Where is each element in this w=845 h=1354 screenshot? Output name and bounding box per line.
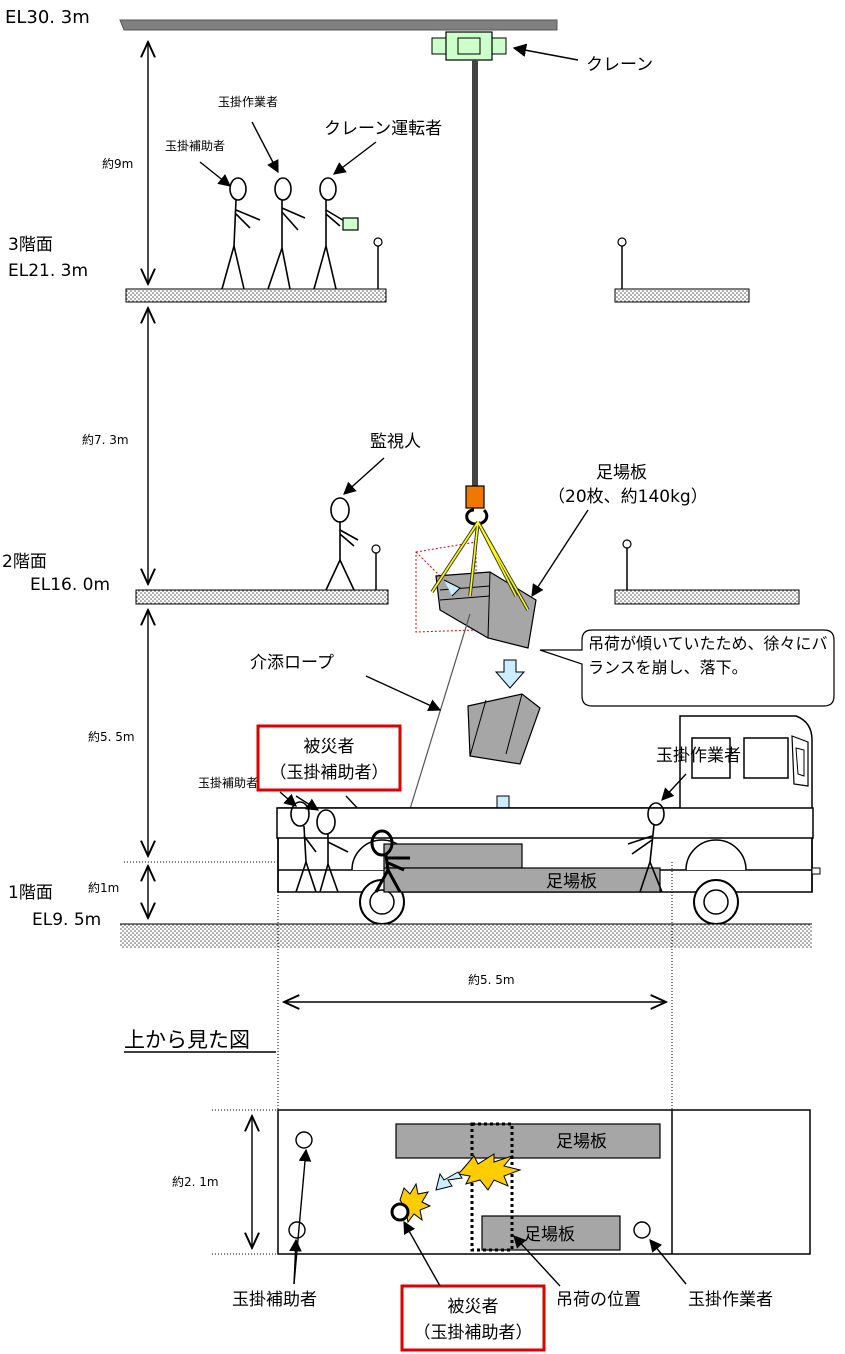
victim-label: 被災者 bbox=[304, 737, 355, 757]
dim-9m-label: 約9m bbox=[102, 156, 133, 171]
plan-board-lower-label: 足場板 bbox=[524, 1225, 575, 1245]
floor3-label: 3階面 bbox=[8, 235, 53, 255]
crane-arrow bbox=[512, 43, 579, 61]
slinger-top-label: 玉掛作業者 bbox=[218, 94, 278, 109]
plan-load-position-arrow bbox=[513, 1235, 561, 1287]
crane-operator-arrow bbox=[332, 141, 377, 175]
plan-slinger-arrow bbox=[649, 1239, 687, 1285]
scaffold-board-arrow bbox=[531, 509, 589, 598]
scaffold-board-label: 足場板 bbox=[596, 463, 647, 483]
plan-load-position bbox=[470, 1122, 514, 1252]
truck-board-label: 足場板 bbox=[546, 872, 597, 892]
slinger-worker-figure bbox=[627, 802, 665, 893]
fall-arrow bbox=[494, 659, 526, 689]
victim-figure bbox=[370, 829, 410, 893]
slinger-assistant-top-arrow bbox=[199, 161, 231, 187]
dim-7-3m-label: 約7. 3m bbox=[82, 432, 129, 447]
plan-push-arrow bbox=[435, 1171, 463, 1191]
victim-label-box bbox=[256, 724, 402, 792]
dim-5-5m-horizontal-label: 約5. 5m bbox=[468, 972, 515, 987]
falling-board bbox=[467, 693, 541, 765]
plan-assistant-1 bbox=[295, 1131, 313, 1149]
slinger-assistant-mid-arrow-1 bbox=[279, 791, 297, 807]
plan-impact-icon bbox=[456, 1153, 522, 1191]
floor2-label: 2階面 bbox=[2, 552, 47, 572]
slinger-assistant-mid-label: 玉掛補助者 bbox=[198, 775, 258, 790]
plan-assistant-2 bbox=[288, 1221, 306, 1239]
slinger-assistant-figure bbox=[221, 177, 261, 290]
crane-label: クレーン bbox=[586, 55, 653, 75]
plan-victim-arrow bbox=[403, 1220, 441, 1287]
hook-block-icon bbox=[465, 485, 485, 509]
crane-operator-figure bbox=[313, 177, 347, 290]
dim-2-1m-label: 約2. 1m bbox=[172, 1174, 219, 1189]
ground-slab bbox=[120, 924, 812, 948]
slinger-assistant-top-label: 玉掛補助者 bbox=[165, 138, 225, 153]
remote-control-icon bbox=[342, 217, 359, 231]
plan-victim-label: 被災者 bbox=[448, 1297, 499, 1317]
victim-role-label: （玉掛補助者） bbox=[270, 763, 389, 783]
slinger-assistant-figure bbox=[316, 809, 349, 893]
plan-victim bbox=[390, 1202, 410, 1222]
slinger-worker-mid-label: 玉掛作業者 bbox=[656, 746, 741, 766]
crane-operator-label: クレーン運転者 bbox=[324, 119, 442, 139]
dim-1m-label: 約1m bbox=[88, 880, 119, 895]
slinger-figure bbox=[267, 177, 306, 290]
scaffold-board-spec: （20枚、約140kg） bbox=[548, 487, 708, 507]
floor3-slab-left bbox=[125, 288, 387, 303]
watchman-figure bbox=[325, 497, 359, 591]
plan-assistants-label: 玉掛補助者 bbox=[232, 1290, 317, 1310]
floor3-slab-right bbox=[614, 288, 750, 303]
guardrail-post bbox=[371, 539, 632, 590]
dim-5-5m-label: 約5. 5m bbox=[88, 729, 135, 744]
plan-slinger bbox=[633, 1221, 651, 1239]
roof-beam bbox=[119, 19, 558, 31]
floor1-elevation: EL9. 5m bbox=[32, 910, 101, 930]
reference-lines bbox=[124, 861, 673, 1255]
plan-assistants-arrow-1 bbox=[293, 1148, 312, 1285]
slinger-assistant-mid-arrow-2 bbox=[295, 795, 320, 811]
floor2-elevation: EL16. 0m bbox=[30, 575, 110, 595]
callout-bubble bbox=[539, 629, 835, 707]
guardrail-post bbox=[373, 237, 627, 289]
truck-wheel-front bbox=[685, 839, 747, 925]
truck-board-upper bbox=[383, 843, 523, 869]
guide-rope-label: 介添ロープ bbox=[250, 653, 334, 673]
plan-load-position-label: 吊荷の位置 bbox=[556, 1290, 641, 1310]
watchman-label: 監視人 bbox=[370, 432, 421, 452]
plan-victim-label-box bbox=[400, 1284, 546, 1352]
crane-icon bbox=[431, 31, 507, 61]
floor2-slab-left bbox=[135, 589, 389, 605]
plan-victim-role-label: （玉掛補助者） bbox=[414, 1323, 533, 1343]
callout-text: 吊荷が傾いていたため、徐々にバランスを崩し、落下。 bbox=[588, 634, 828, 677]
roof-elevation: EL30. 3m bbox=[5, 7, 90, 28]
watchman-arrow bbox=[343, 457, 385, 495]
floor1-label: 1階面 bbox=[8, 883, 53, 903]
slinger-assistant-figure bbox=[290, 801, 317, 893]
floor2-slab-right bbox=[614, 589, 800, 605]
truck-board-lower bbox=[383, 867, 661, 893]
plan-slinger-label: 玉掛作業者 bbox=[688, 1290, 773, 1310]
plan-board-upper-label: 足場板 bbox=[556, 1132, 607, 1152]
plan-board-upper bbox=[395, 1123, 661, 1159]
plan-board-lower bbox=[481, 1215, 621, 1251]
guide-rope-arrow bbox=[365, 675, 442, 711]
slinger-worker-mid-arrow bbox=[661, 773, 687, 801]
slinger-top-arrow bbox=[251, 121, 279, 174]
plan-assistants-arrow-2 bbox=[289, 1238, 302, 1285]
crane-wire bbox=[472, 60, 478, 486]
suspended-load bbox=[415, 521, 537, 649]
floor3-elevation: EL21. 3m bbox=[8, 261, 88, 281]
top-view-title: 上から見た図 bbox=[124, 1028, 250, 1052]
